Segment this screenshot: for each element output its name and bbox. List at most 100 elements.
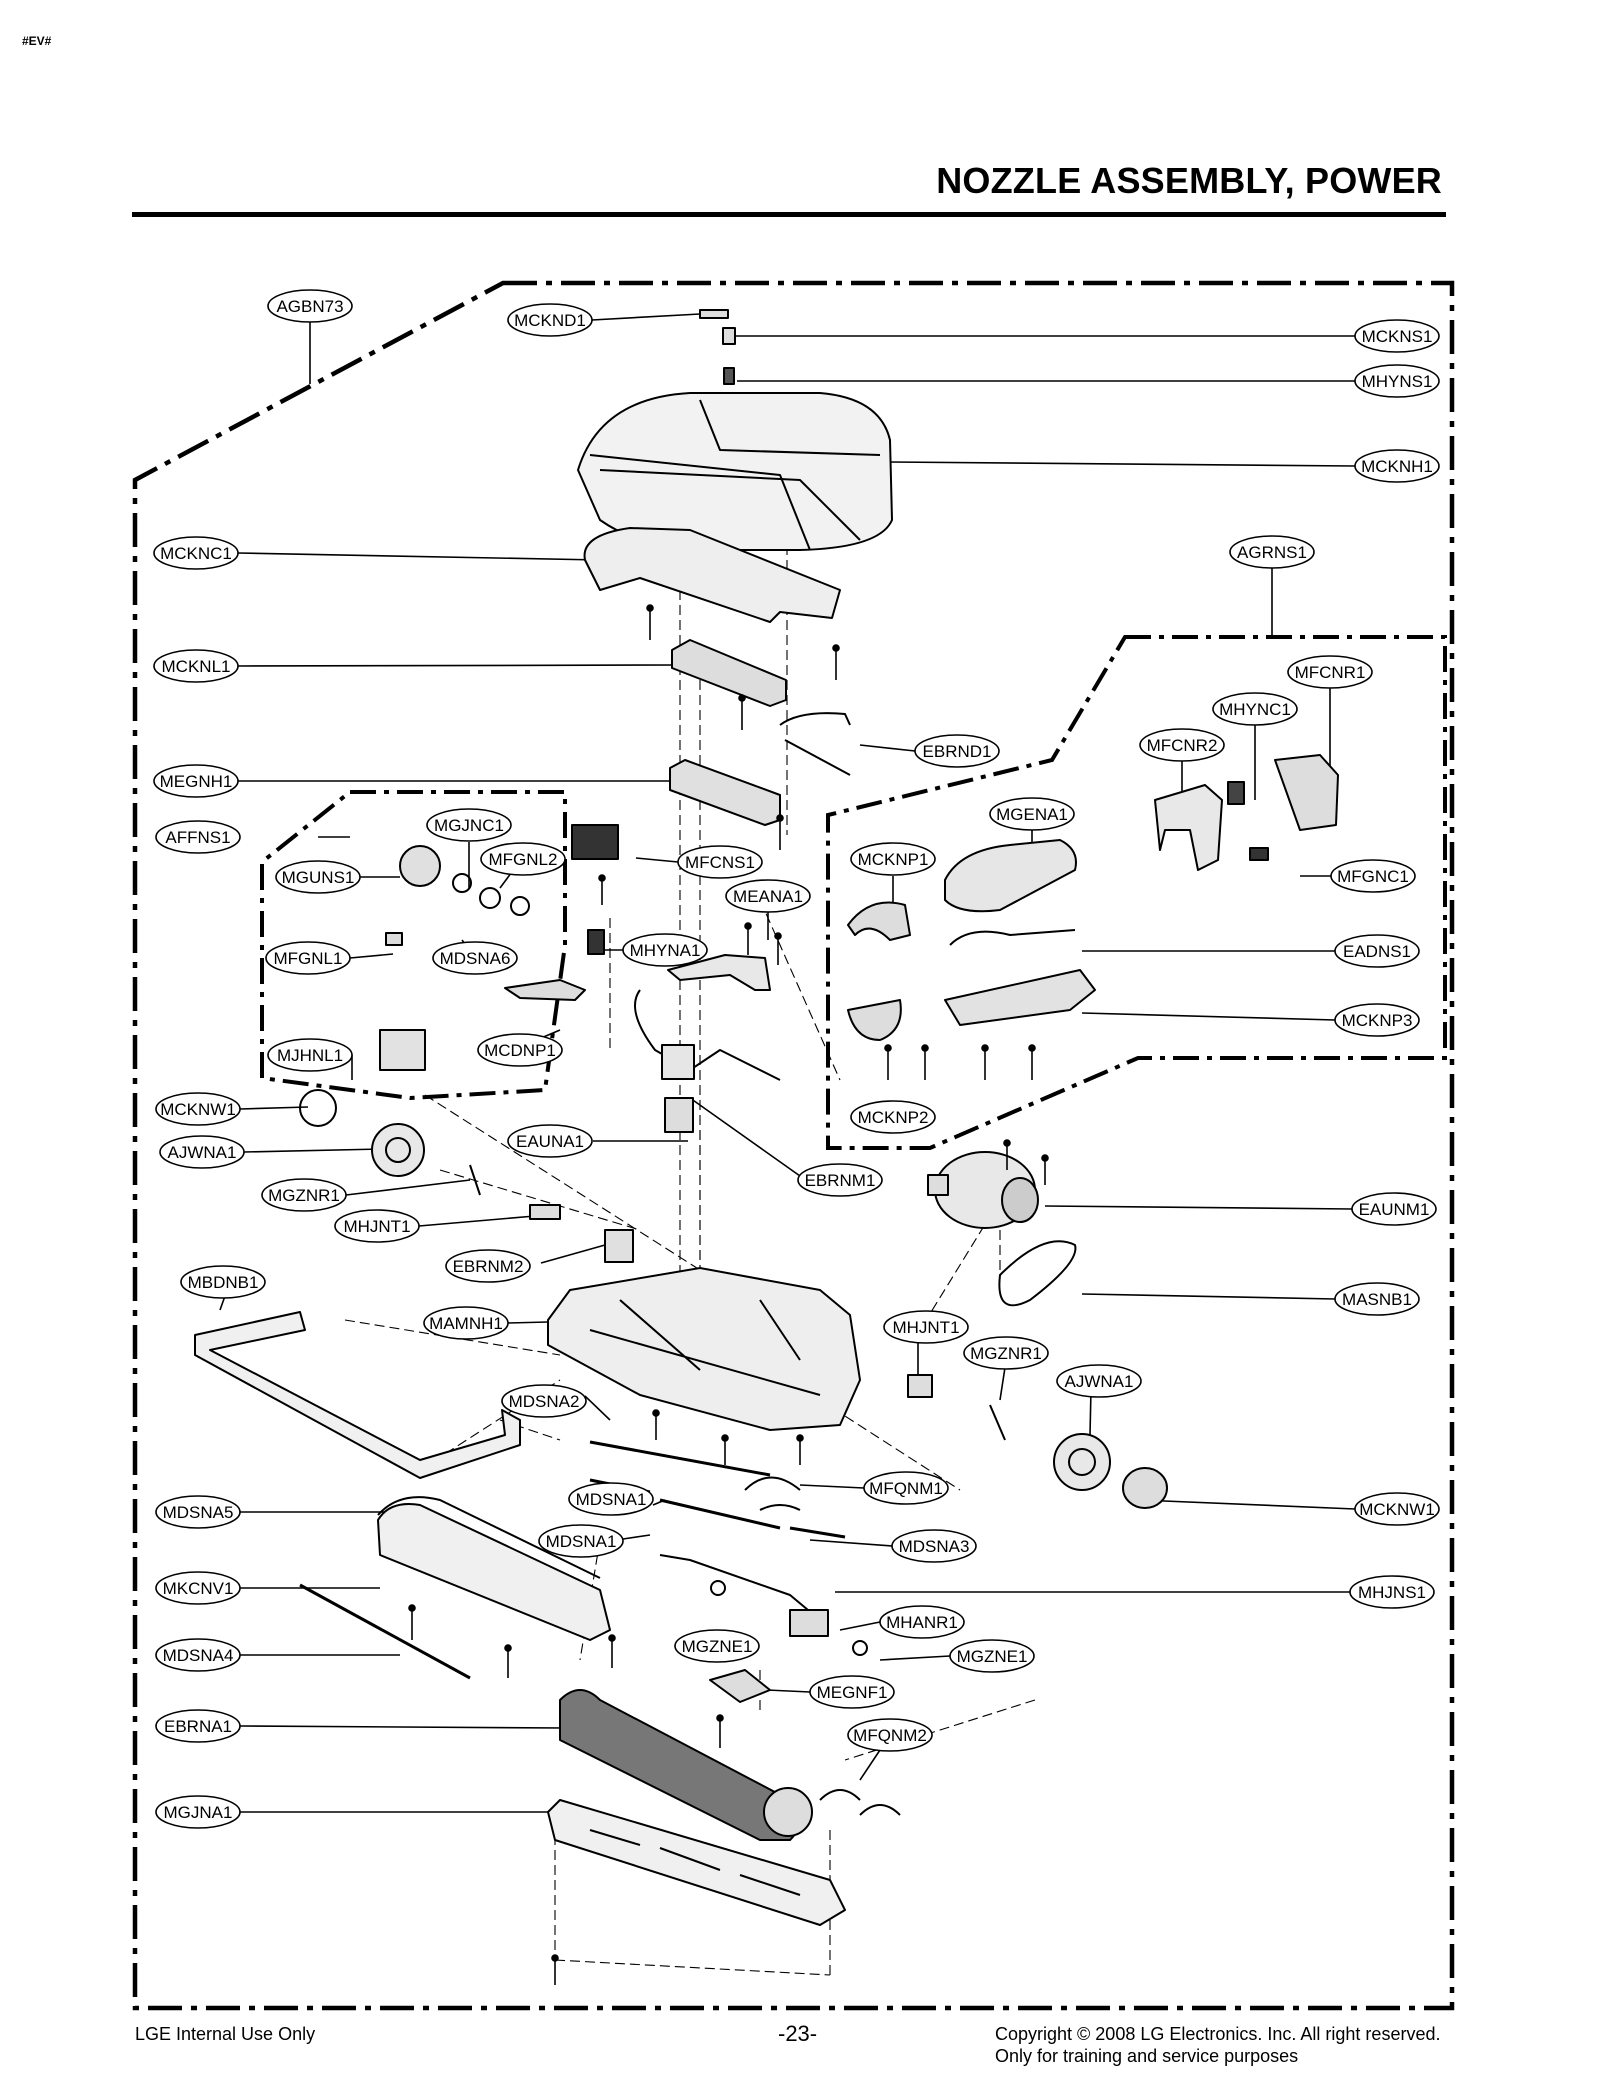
part-mhanr1 — [789, 1609, 829, 1637]
svg-text:AGBN73: AGBN73 — [276, 297, 343, 316]
callout-mgznr1-left: MGZNR1 — [261, 1178, 347, 1212]
part-mgjna1 — [547, 1799, 846, 1926]
affns1-boundary — [260, 790, 567, 1101]
svg-text:MGUNS1: MGUNS1 — [282, 868, 355, 887]
callout-mdsna1-b: MDSNA1 — [538, 1524, 624, 1558]
callout-bubbles: AGBN73 MCKND1 MCKNS1 MHYNS1 MCKNH1 MCKNC… — [153, 289, 1440, 1829]
part-mfcnr1 — [1274, 754, 1339, 831]
callout-mcknp1: MCKNP1 — [850, 842, 936, 876]
part-eaunm1 — [927, 1151, 1039, 1229]
svg-text:MFCNR2: MFCNR2 — [1147, 736, 1218, 755]
part-mcknc1 — [583, 527, 841, 623]
svg-text:EAUNM1: EAUNM1 — [1359, 1200, 1430, 1219]
callout-mfcns1: MFCNS1 — [677, 845, 763, 879]
callout-eadns1: EADNS1 — [1334, 934, 1420, 968]
part-eadns1 — [949, 929, 1076, 946]
svg-text:MCDNP1: MCDNP1 — [484, 1041, 556, 1060]
callout-mgznr1-right: MGZNR1 — [963, 1336, 1049, 1370]
svg-text:MCKNC1: MCKNC1 — [160, 544, 232, 563]
svg-text:MAMNH1: MAMNH1 — [429, 1314, 503, 1333]
svg-text:MDSNA2: MDSNA2 — [509, 1392, 580, 1411]
part-mfgnl1 — [385, 932, 403, 946]
part-mjhnl1 — [379, 1029, 426, 1071]
svg-text:MDSNA5: MDSNA5 — [163, 1503, 234, 1522]
callout-mfgnc1: MFGNC1 — [1330, 859, 1416, 893]
part-mfgnl2-b — [479, 887, 501, 909]
svg-text:MDSNA1: MDSNA1 — [546, 1532, 617, 1551]
svg-text:MCKNS1: MCKNS1 — [1362, 327, 1433, 346]
svg-text:AJWNA1: AJWNA1 — [1065, 1372, 1134, 1391]
callout-ebrnd1: EBRND1 — [914, 734, 1000, 768]
callout-mdsna3: MDSNA3 — [891, 1529, 977, 1563]
svg-text:MGZNR1: MGZNR1 — [970, 1344, 1042, 1363]
part-ebrnm1-block — [661, 1044, 695, 1080]
callout-ebrnm1: EBRNM1 — [797, 1163, 883, 1197]
callout-mcknw1-left: MCKNW1 — [155, 1092, 241, 1126]
corner-mark: #EV# — [22, 34, 52, 48]
callout-mgjnc1: MGJNC1 — [426, 808, 512, 842]
svg-text:MCKNP1: MCKNP1 — [858, 850, 929, 869]
callout-mcknc1: MCKNC1 — [153, 536, 239, 570]
callout-mjhnl1: MJHNL1 — [267, 1038, 353, 1072]
part-ebrnm1-wire — [634, 989, 781, 1081]
svg-text:MKCNV1: MKCNV1 — [163, 1579, 234, 1598]
callout-mfgnl1: MFGNL1 — [265, 941, 351, 975]
svg-text:MCKNL1: MCKNL1 — [162, 657, 231, 676]
part-mfqnm2 — [819, 1789, 901, 1816]
callout-mdsna1-a: MDSNA1 — [568, 1482, 654, 1516]
callout-megnh1: MEGNH1 — [153, 764, 239, 798]
part-mcknp1 — [847, 901, 911, 941]
svg-text:MGZNE1: MGZNE1 — [957, 1647, 1028, 1666]
callout-mhyns1: MHYNS1 — [1354, 364, 1440, 398]
svg-text:MEGNH1: MEGNH1 — [160, 772, 233, 791]
svg-text:MGZNR1: MGZNR1 — [268, 1186, 340, 1205]
callout-mhanr1: MHANR1 — [879, 1605, 965, 1639]
callout-ajwna1-right: AJWNA1 — [1056, 1364, 1142, 1398]
part-mdsna5 — [377, 1496, 601, 1579]
part-mfcnr2 — [1154, 784, 1223, 871]
callout-mcknd1: MCKND1 — [507, 303, 593, 337]
svg-text:MFGNL1: MFGNL1 — [274, 949, 343, 968]
part-mcdnp1 — [504, 979, 586, 1001]
callout-ebrna1: EBRNA1 — [155, 1709, 241, 1743]
callout-mdsna6: MDSNA6 — [432, 941, 518, 975]
page-title: NOZZLE ASSEMBLY, POWER — [936, 160, 1442, 201]
svg-text:MEGNF1: MEGNF1 — [817, 1683, 888, 1702]
callout-eauna1: EAUNA1 — [507, 1124, 593, 1158]
svg-text:MHYNA1: MHYNA1 — [630, 941, 701, 960]
part-mfqnm1 — [744, 1476, 801, 1511]
svg-text:MHANR1: MHANR1 — [886, 1613, 958, 1632]
svg-text:AFFNS1: AFFNS1 — [165, 828, 230, 847]
svg-text:MEANA1: MEANA1 — [733, 887, 803, 906]
part-mgena1 — [944, 839, 1077, 913]
footer-copyright: Copyright © 2008 LG Electronics. Inc. Al… — [995, 2023, 1440, 2067]
part-mcknw1-left — [299, 1089, 337, 1127]
part-mdsna6 — [510, 896, 530, 916]
agrns1-boundary — [826, 635, 1447, 1150]
part-mhjnt1-left — [529, 1204, 561, 1220]
part-mcknp3 — [944, 969, 1096, 1026]
part-ebrnm2 — [604, 1229, 634, 1263]
callout-mfqnm2: MFQNM2 — [847, 1718, 933, 1752]
callout-mdsna2: MDSNA2 — [501, 1384, 587, 1418]
copyright-line: Copyright © 2008 LG Electronics. Inc. Al… — [995, 2024, 1441, 2044]
callout-mguns1: MGUNS1 — [275, 860, 361, 894]
svg-text:MDSNA3: MDSNA3 — [899, 1537, 970, 1556]
svg-text:MCKNP3: MCKNP3 — [1342, 1011, 1413, 1030]
svg-text:MFGNC1: MFGNC1 — [1337, 867, 1409, 886]
part-mcknp2 — [847, 999, 902, 1041]
callout-mhjnt1-right: MHJNT1 — [883, 1310, 969, 1344]
svg-text:MHYNS1: MHYNS1 — [1362, 372, 1433, 391]
svg-text:MJHNL1: MJHNL1 — [277, 1046, 343, 1065]
part-ebrna1 — [559, 1689, 813, 1841]
part-megnh1 — [669, 759, 781, 826]
svg-text:MFQNM2: MFQNM2 — [853, 1726, 927, 1745]
part-mckns1 — [722, 327, 736, 345]
svg-text:MBDNB1: MBDNB1 — [188, 1273, 259, 1292]
callout-mcknw1-right: MCKNW1 — [1354, 1492, 1440, 1526]
page-number: -23- — [778, 2021, 818, 2046]
part-mfgnl2-a — [452, 873, 472, 893]
callout-megnf1: MEGNF1 — [809, 1675, 895, 1709]
svg-text:AJWNA1: AJWNA1 — [168, 1143, 237, 1162]
